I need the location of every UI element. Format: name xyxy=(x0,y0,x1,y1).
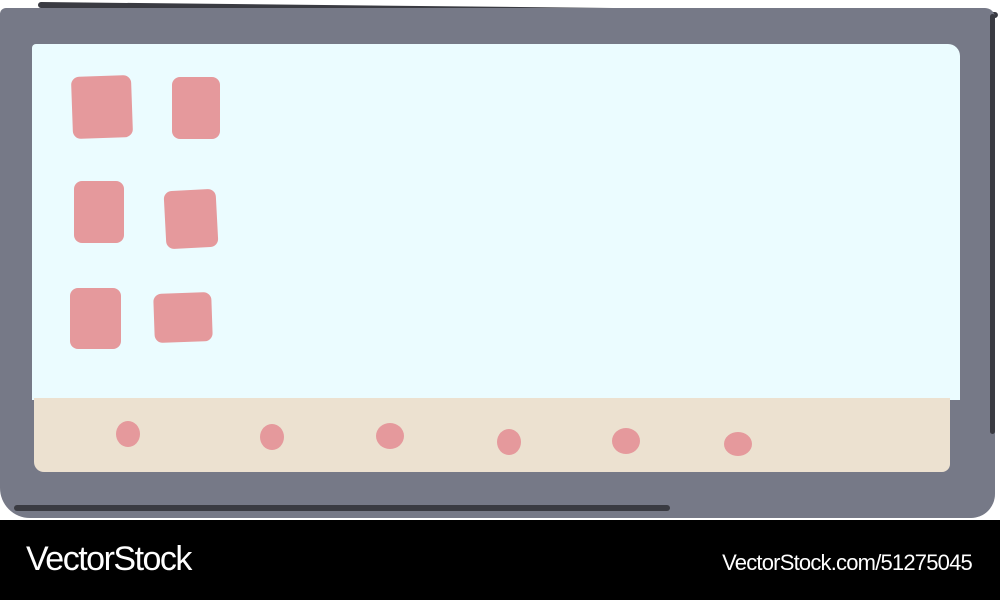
app-icon[interactable] xyxy=(74,181,124,243)
dock-icon[interactable] xyxy=(376,423,404,449)
dock-icon[interactable] xyxy=(116,421,140,447)
outline-stroke-right xyxy=(990,14,995,434)
brand-logo: VectorStock xyxy=(26,540,192,578)
app-icon[interactable] xyxy=(70,74,134,140)
dock-icon[interactable] xyxy=(260,424,284,450)
app-icon[interactable] xyxy=(172,77,220,139)
taskbar xyxy=(34,398,950,472)
app-icon[interactable] xyxy=(70,288,121,349)
dock-icon[interactable] xyxy=(497,429,521,455)
watermark-footer: VectorStock VectorStock.com/51275045 xyxy=(0,520,1000,600)
dock-icon[interactable] xyxy=(612,428,640,454)
outline-stroke-bottom xyxy=(14,505,670,511)
dock-icon[interactable] xyxy=(724,432,752,456)
app-icon[interactable] xyxy=(153,292,213,343)
app-icon[interactable] xyxy=(163,188,219,250)
image-url: VectorStock.com/51275045 xyxy=(722,550,973,575)
monitor-illustration xyxy=(0,2,998,518)
